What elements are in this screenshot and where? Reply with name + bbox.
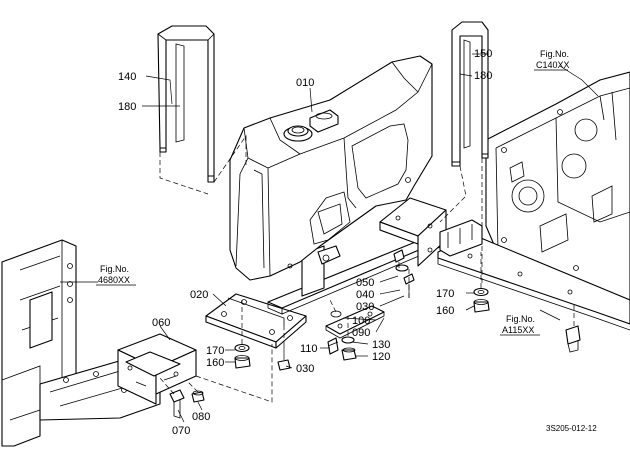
figref-a115: Fig.No. A115XX: [500, 314, 540, 336]
washer-170-right: [473, 287, 489, 297]
fuel-tank-010: [229, 55, 433, 281]
alignment-lines: [159, 134, 575, 403]
label-050: 050: [356, 277, 374, 289]
nut-160-right: [473, 299, 490, 313]
figref-c140-line2: C140XX: [536, 60, 570, 70]
washer-100: [330, 310, 342, 318]
label-150: 150: [474, 48, 492, 60]
bolt-050: [393, 249, 405, 268]
label-020: 020: [190, 289, 208, 301]
tank-strap-150: [451, 21, 489, 167]
label-100: 100: [352, 315, 370, 327]
nut-080: [191, 390, 205, 403]
washer-170-left: [234, 343, 250, 353]
label-130: 130: [372, 339, 390, 351]
clamp-090: [325, 305, 385, 339]
label-170-left: 170: [206, 345, 224, 357]
label-030-lower: 030: [296, 363, 314, 375]
figref-4680-line1: Fig.No.: [100, 264, 129, 274]
part-labels: 140 180 150 180 010 020 050 040 030 100 …: [118, 48, 492, 437]
label-160-right: 160: [436, 305, 454, 317]
bolt-case-lower: [565, 325, 581, 353]
label-120: 120: [372, 351, 390, 363]
figref-a115-line2: A115XX: [502, 325, 534, 335]
tank-strap-140: [157, 25, 215, 183]
label-160-left: 160: [206, 357, 224, 369]
figref-c140-line1: Fig.No.: [540, 49, 569, 59]
label-140: 140: [118, 71, 136, 83]
label-010: 010: [296, 77, 314, 89]
washer-130: [341, 336, 355, 344]
label-180-left: 180: [118, 101, 136, 113]
figref-4680-line2: 4680XX: [98, 275, 130, 285]
label-180-right: 180: [474, 70, 492, 82]
leader-lines: [60, 53, 599, 423]
bolt-030-lower: [277, 346, 291, 371]
figref-c140: Fig.No. C140XX: [534, 49, 570, 71]
drawing-code: 3S205-012-12: [546, 424, 597, 433]
label-090: 090: [352, 327, 370, 339]
label-170-right: 170: [436, 288, 454, 300]
label-080: 080: [192, 411, 210, 423]
figref-a115-line1: Fig.No.: [506, 314, 535, 324]
right-bracket: [379, 197, 447, 267]
label-030-upper: 030: [356, 301, 374, 313]
nut-120: [341, 347, 357, 361]
label-110: 110: [300, 343, 318, 355]
label-060: 060: [152, 317, 170, 329]
label-040: 040: [356, 289, 374, 301]
label-070: 070: [172, 425, 190, 437]
nut-160-left: [234, 355, 251, 369]
washer-040: [395, 264, 409, 272]
bolt-110: [327, 337, 339, 355]
bolt-070: [169, 389, 185, 419]
gearbox-case: [437, 71, 630, 331]
bracket-060: [117, 333, 197, 405]
plate-020: [205, 293, 307, 349]
figref-4680: Fig.No. 4680XX: [96, 264, 136, 286]
